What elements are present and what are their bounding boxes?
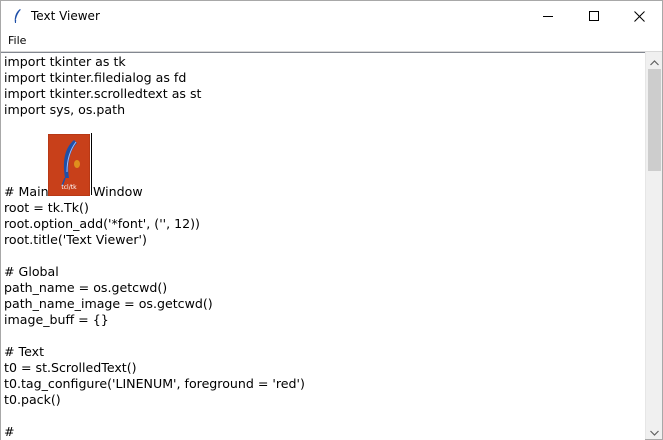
title-bar[interactable]: Text Viewer: [1, 1, 662, 31]
text-editor[interactable]: import tkinter as tk import tkinter.file…: [1, 52, 645, 440]
code-line: path_name_image = os.getcwd(): [4, 296, 213, 311]
code-line: import tkinter as tk: [4, 54, 126, 69]
menu-file[interactable]: File: [8, 34, 27, 47]
text-cursor: [91, 133, 92, 195]
code-line: # Text: [4, 344, 45, 359]
code-line: import tkinter.filedialog as fd: [4, 70, 187, 85]
code-line: root.title('Text Viewer'): [4, 232, 147, 247]
scroll-thumb[interactable]: [648, 69, 661, 171]
code-line: image_buff = {}: [4, 312, 109, 327]
code-line: t0 = st.ScrolledText(): [4, 360, 137, 375]
minimize-icon: [543, 11, 553, 21]
code-line: #: [4, 424, 15, 439]
code-line-continuation: Window: [93, 184, 143, 199]
scroll-down-button[interactable]: [646, 422, 663, 439]
code-line: t0.tag_configure('LINENUM', foreground =…: [4, 376, 305, 391]
code-line: path_name = os.getcwd(): [4, 280, 168, 295]
close-button[interactable]: [616, 1, 662, 31]
window-title: Text Viewer: [31, 9, 100, 23]
scroll-up-button[interactable]: [646, 52, 663, 69]
menu-bar: File: [1, 31, 662, 52]
code-line: import sys, os.path: [4, 102, 126, 117]
code-line: root = tk.Tk(): [4, 200, 89, 215]
maximize-icon: [589, 11, 599, 21]
code-line: import tkinter.scrolledtext as st: [4, 86, 202, 101]
logo-caption: tcl/tk: [61, 184, 77, 191]
code-line: root.option_add('*font', ('', 12)): [4, 216, 200, 231]
chevron-down-icon: [650, 421, 659, 440]
tcl-tk-logo-icon: tcl/tk: [47, 133, 91, 197]
code-line: t0.pack(): [4, 392, 61, 407]
close-icon: [633, 10, 645, 22]
code-line: # Global: [4, 264, 59, 279]
tcl-feather-icon: [10, 8, 24, 24]
chevron-up-icon: [650, 51, 659, 70]
vertical-scrollbar[interactable]: [645, 52, 662, 439]
code-line: # Main: [4, 184, 49, 199]
maximize-button[interactable]: [571, 1, 617, 31]
minimize-button[interactable]: [525, 1, 571, 31]
